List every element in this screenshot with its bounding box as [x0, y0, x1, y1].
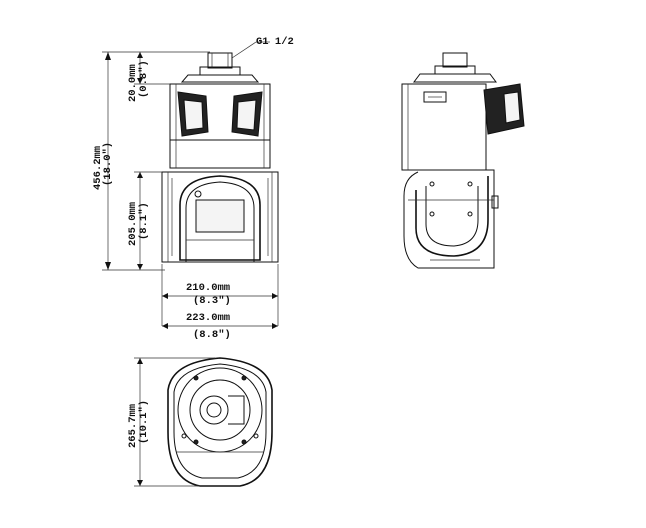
dim-total-height-mm: 456.2mm — [92, 146, 104, 190]
thread-label: G1 1/2 — [256, 36, 294, 48]
dim-mount-height-in: (0.8") — [138, 60, 150, 98]
dim-bottom-depth-mm: 265.7mm — [127, 404, 139, 448]
front-dimensions: 456.2mm (18.0") 20.0mm (0.8") 205.0mm (8… — [92, 51, 279, 341]
bottom-view: 265.7mm (10.1") — [127, 357, 273, 487]
front-view: G1 1/2 — [161, 36, 294, 263]
dim-lower-height-mm: 205.0mm — [127, 202, 139, 246]
dim-overall-width-mm: 223.0mm — [186, 312, 230, 324]
dim-total-height-in: (18.0") — [102, 142, 114, 186]
side-view — [401, 52, 525, 269]
dim-bottom-depth-in: (10.1") — [138, 400, 150, 444]
dim-mount-height-mm: 20.0mm — [127, 64, 139, 102]
dim-overall-width-in: (8.8") — [193, 329, 231, 341]
dim-lower-width-in: (8.3") — [193, 295, 231, 307]
dim-lower-width-mm: 210.0mm — [186, 282, 230, 294]
dim-lower-height-in: (8.1") — [138, 202, 150, 240]
